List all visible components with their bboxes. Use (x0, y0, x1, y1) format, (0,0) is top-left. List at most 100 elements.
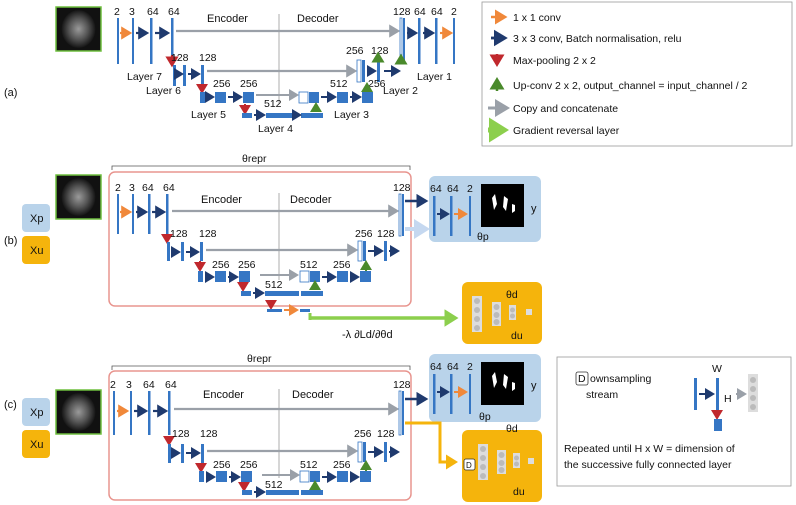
a-fmap (150, 18, 153, 64)
a-layer5: Layer 5 (191, 109, 226, 121)
ds-title: ownsampling (590, 373, 651, 385)
mri-thumbnail-c (55, 389, 102, 435)
downsampling-box: D ownsampling stream W H Repeated until … (556, 356, 792, 487)
b-num: 3 (129, 182, 135, 194)
xp-label: Xp (30, 407, 43, 419)
xp-box (22, 398, 50, 426)
c-num: 128 (377, 428, 395, 440)
a-num-64a: 64 (147, 6, 159, 18)
legend-item: Copy and concatenate (513, 103, 618, 115)
a-num-128: 128 (393, 6, 411, 18)
xu-label: Xu (30, 245, 43, 257)
domain-stream-arrow (405, 421, 458, 470)
a-l2-256: 256 (346, 45, 364, 57)
ds-d-letter: D (578, 373, 586, 385)
a-decoder-label: Decoder (297, 13, 339, 25)
b-num: 2 (115, 182, 121, 194)
b-y: y (531, 203, 537, 215)
a-l6-128a: 128 (171, 52, 189, 64)
a-layer7: Layer 7 (127, 71, 162, 83)
a-l5-256b: 256 (240, 78, 258, 90)
b-encoder-label: Encoder (201, 194, 242, 206)
ds-title-2: stream (586, 389, 618, 401)
b-head-num: 2 (467, 183, 473, 195)
a-encoder-label: Encoder (207, 13, 248, 25)
segmentation-output-c (481, 362, 524, 405)
panel-b: (b) Xp Xu θrepr 2 3 64 64 Encoder Decode… (4, 153, 542, 344)
b-num: 256 (333, 259, 351, 271)
xp-box (22, 204, 50, 232)
c-head-num: 2 (467, 361, 473, 373)
panel-b-tag: (b) (4, 235, 17, 247)
theta-repr-c: θrepr (247, 353, 272, 365)
a-num-64d: 64 (431, 6, 443, 18)
a-l5-256a: 256 (213, 78, 231, 90)
c-num: 128 (172, 428, 190, 440)
ds-h: H (724, 393, 732, 405)
b-num: 64 (142, 182, 154, 194)
b-num: 64 (163, 182, 175, 194)
repr-box-c (108, 370, 412, 501)
b-decoder-label: Decoder (290, 194, 332, 206)
panel-c: (c) Xp Xu θrepr 2 3 64 64 Encoder Decode… (4, 353, 542, 502)
segmentation-output-b (481, 184, 524, 227)
b-num: 256 (355, 228, 373, 240)
c-encoder-label: Encoder (203, 389, 244, 401)
panel-a-tag: (a) (4, 87, 17, 99)
repr-box-b (108, 171, 412, 307)
a-num-3: 3 (129, 6, 135, 18)
a-fmap (132, 18, 134, 64)
b-num: 128 (393, 182, 411, 194)
theta-repr-b: θrepr (242, 153, 267, 165)
c-num: 512 (265, 479, 283, 491)
c-num: 64 (143, 379, 155, 391)
a-fmap (171, 18, 174, 64)
xp-label: Xp (30, 213, 43, 225)
theta-p-c: θp (479, 411, 491, 423)
legend-item: 3 x 3 conv, Batch normalisation, relu (513, 33, 682, 45)
a-num-2: 2 (114, 6, 120, 18)
b-num: 256 (238, 259, 256, 271)
a-l4-512: 512 (264, 98, 282, 110)
ds-caption-1: Repeated until H x W = dimension of (564, 443, 735, 455)
d-box-c (463, 458, 476, 471)
gradient-label: -λ ∂Ld/∂θd (342, 329, 393, 341)
c-head-num: 64 (430, 361, 442, 373)
ds-caption-2: the successive fully connected layer (564, 459, 732, 471)
d-letter-c: D (466, 461, 472, 470)
c-y: y (531, 380, 537, 392)
theta-p-b: θp (477, 231, 489, 243)
c-num: 256 (333, 459, 351, 471)
a-layer2: Layer 2 (383, 85, 418, 97)
b-num: 128 (199, 228, 217, 240)
c-num: 128 (393, 379, 411, 391)
a-num-64b: 64 (168, 6, 180, 18)
b-num: 512 (300, 259, 318, 271)
a-num-2b: 2 (451, 6, 457, 18)
mri-thumbnail-a (55, 6, 102, 52)
c-head-num: 64 (447, 361, 459, 373)
a-l2-128: 128 (371, 45, 389, 57)
xu-label: Xu (30, 439, 43, 451)
du-c: du (513, 486, 525, 498)
c-num: 256 (240, 459, 258, 471)
c-num: 512 (300, 459, 318, 471)
a-layer1: Layer 1 (417, 71, 452, 83)
legend-item: Gradient reversal layer (513, 125, 620, 137)
a-layer3: Layer 3 (334, 109, 369, 121)
b-num: 128 (170, 228, 188, 240)
theta-d-c: θd (506, 423, 518, 435)
a-l3-512: 512 (330, 78, 348, 90)
c-num: 3 (126, 379, 132, 391)
du-b: du (511, 330, 523, 342)
panel-a: (a) 2 3 64 64 Encoder Decoder Layer 7 12… (4, 6, 457, 135)
b-num: 512 (265, 279, 283, 291)
xu-box (22, 236, 50, 264)
ds-w: W (712, 363, 722, 375)
legend-item: Max-pooling 2 x 2 (513, 55, 596, 67)
b-num: 256 (212, 259, 230, 271)
a-fmap (117, 18, 119, 64)
a-l6-128b: 128 (199, 52, 217, 64)
c-num: 256 (213, 459, 231, 471)
